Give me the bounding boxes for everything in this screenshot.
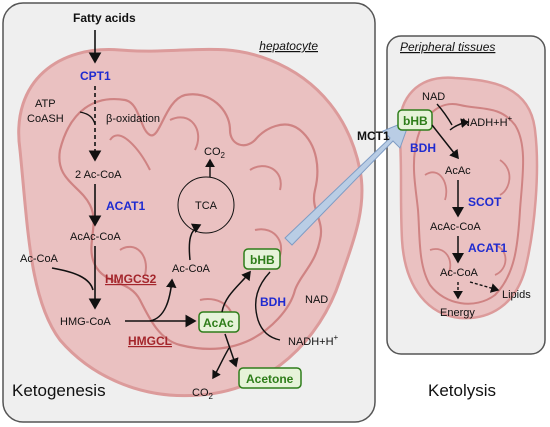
atp-label: ATP xyxy=(35,98,56,110)
tca-label: TCA xyxy=(195,200,218,212)
acetone-box xyxy=(238,367,302,389)
energy-label: Energy xyxy=(440,307,475,319)
mct1-transporter-label: MCT1 xyxy=(357,129,390,143)
mct1-transport-arrow xyxy=(284,119,411,246)
to-tca-arrow xyxy=(188,223,202,261)
acetone-label: Acetone xyxy=(246,372,294,386)
co2-label-top: CO2 xyxy=(204,146,226,160)
acetoacetyl-coa-label: AcAc-CoA xyxy=(70,231,121,243)
fatty-acids-label: Fatty acids xyxy=(73,11,136,25)
hepatocyte-header: hepatocyte xyxy=(259,39,318,53)
hmg-coa-label: HMG-CoA xyxy=(60,316,111,328)
nad-input-curve xyxy=(436,103,453,126)
bdh-enzyme-periphery: BDH xyxy=(410,141,436,155)
tca-cycle xyxy=(177,176,235,234)
acetoacetate-box xyxy=(198,311,240,333)
nadh-label-liver: NADH+H+ xyxy=(288,333,339,348)
coash-label: CoASH xyxy=(27,113,64,125)
ketolysis-label: Ketolysis xyxy=(428,381,496,400)
acetyl-coa-release-arrow xyxy=(149,278,177,322)
beta-hydroxybutyrate-box-liver xyxy=(243,248,281,270)
nadh-label-periphery: NADH+H+ xyxy=(462,114,513,129)
acac-to-bhb-arrow xyxy=(221,270,251,313)
bdh-cofactor-curve xyxy=(254,271,281,341)
acetyl-coa-input-label: Ac-CoA xyxy=(20,253,59,265)
scot-enzyme: SCOT xyxy=(468,195,502,209)
acat1-enzyme-periphery: ACAT1 xyxy=(468,241,507,255)
nad-label-periphery: NAD xyxy=(422,91,445,103)
nad-label-liver: NAD xyxy=(305,294,328,306)
acetyl-coa-2-label: 2 Ac-CoA xyxy=(75,169,122,181)
cpt1-enzyme: CPT1 xyxy=(80,69,111,83)
acetoacetate-label: AcAc xyxy=(203,316,234,330)
bhb-to-acac-arrow xyxy=(431,124,459,160)
acat1-enzyme-liver: ACAT1 xyxy=(106,199,145,213)
peripheral-mitochondrion xyxy=(398,76,539,320)
co2-label-bottom: CO2 xyxy=(192,387,214,401)
co2-release-arrow-bottom xyxy=(212,347,230,380)
hmgcl-enzyme: HMGCL xyxy=(128,334,172,348)
beta-oxidation-label: β-oxidation xyxy=(106,113,160,125)
beta-hydroxybutyrate-label-periphery: bHB xyxy=(403,114,428,128)
acetoacetyl-coa-label-periphery: AcAc-CoA xyxy=(430,221,481,233)
beta-hydroxybutyrate-box-periphery xyxy=(397,109,433,131)
acetoacetate-label-periphery: AcAc xyxy=(445,165,471,177)
bdh-enzyme-liver: BDH xyxy=(260,295,286,309)
acetyl-coa-input-curve xyxy=(51,267,94,291)
beta-hydroxybutyrate-label-liver: bHB xyxy=(250,253,275,267)
ketogenesis-label: Ketogenesis xyxy=(12,381,106,400)
acetyl-coa-tca-label: Ac-CoA xyxy=(172,263,211,275)
acac-to-acetone-arrow xyxy=(224,333,239,368)
nadh-release-arrow xyxy=(449,118,470,131)
atp-input-curve xyxy=(79,111,96,125)
hmgcs2-enzyme: HMGCS2 xyxy=(105,272,157,286)
acetyl-coa-label-periphery: Ac-CoA xyxy=(440,267,479,279)
lipids-label: Lipids xyxy=(502,289,531,301)
peripheral-tissues-header: Peripheral tissues xyxy=(400,40,495,54)
